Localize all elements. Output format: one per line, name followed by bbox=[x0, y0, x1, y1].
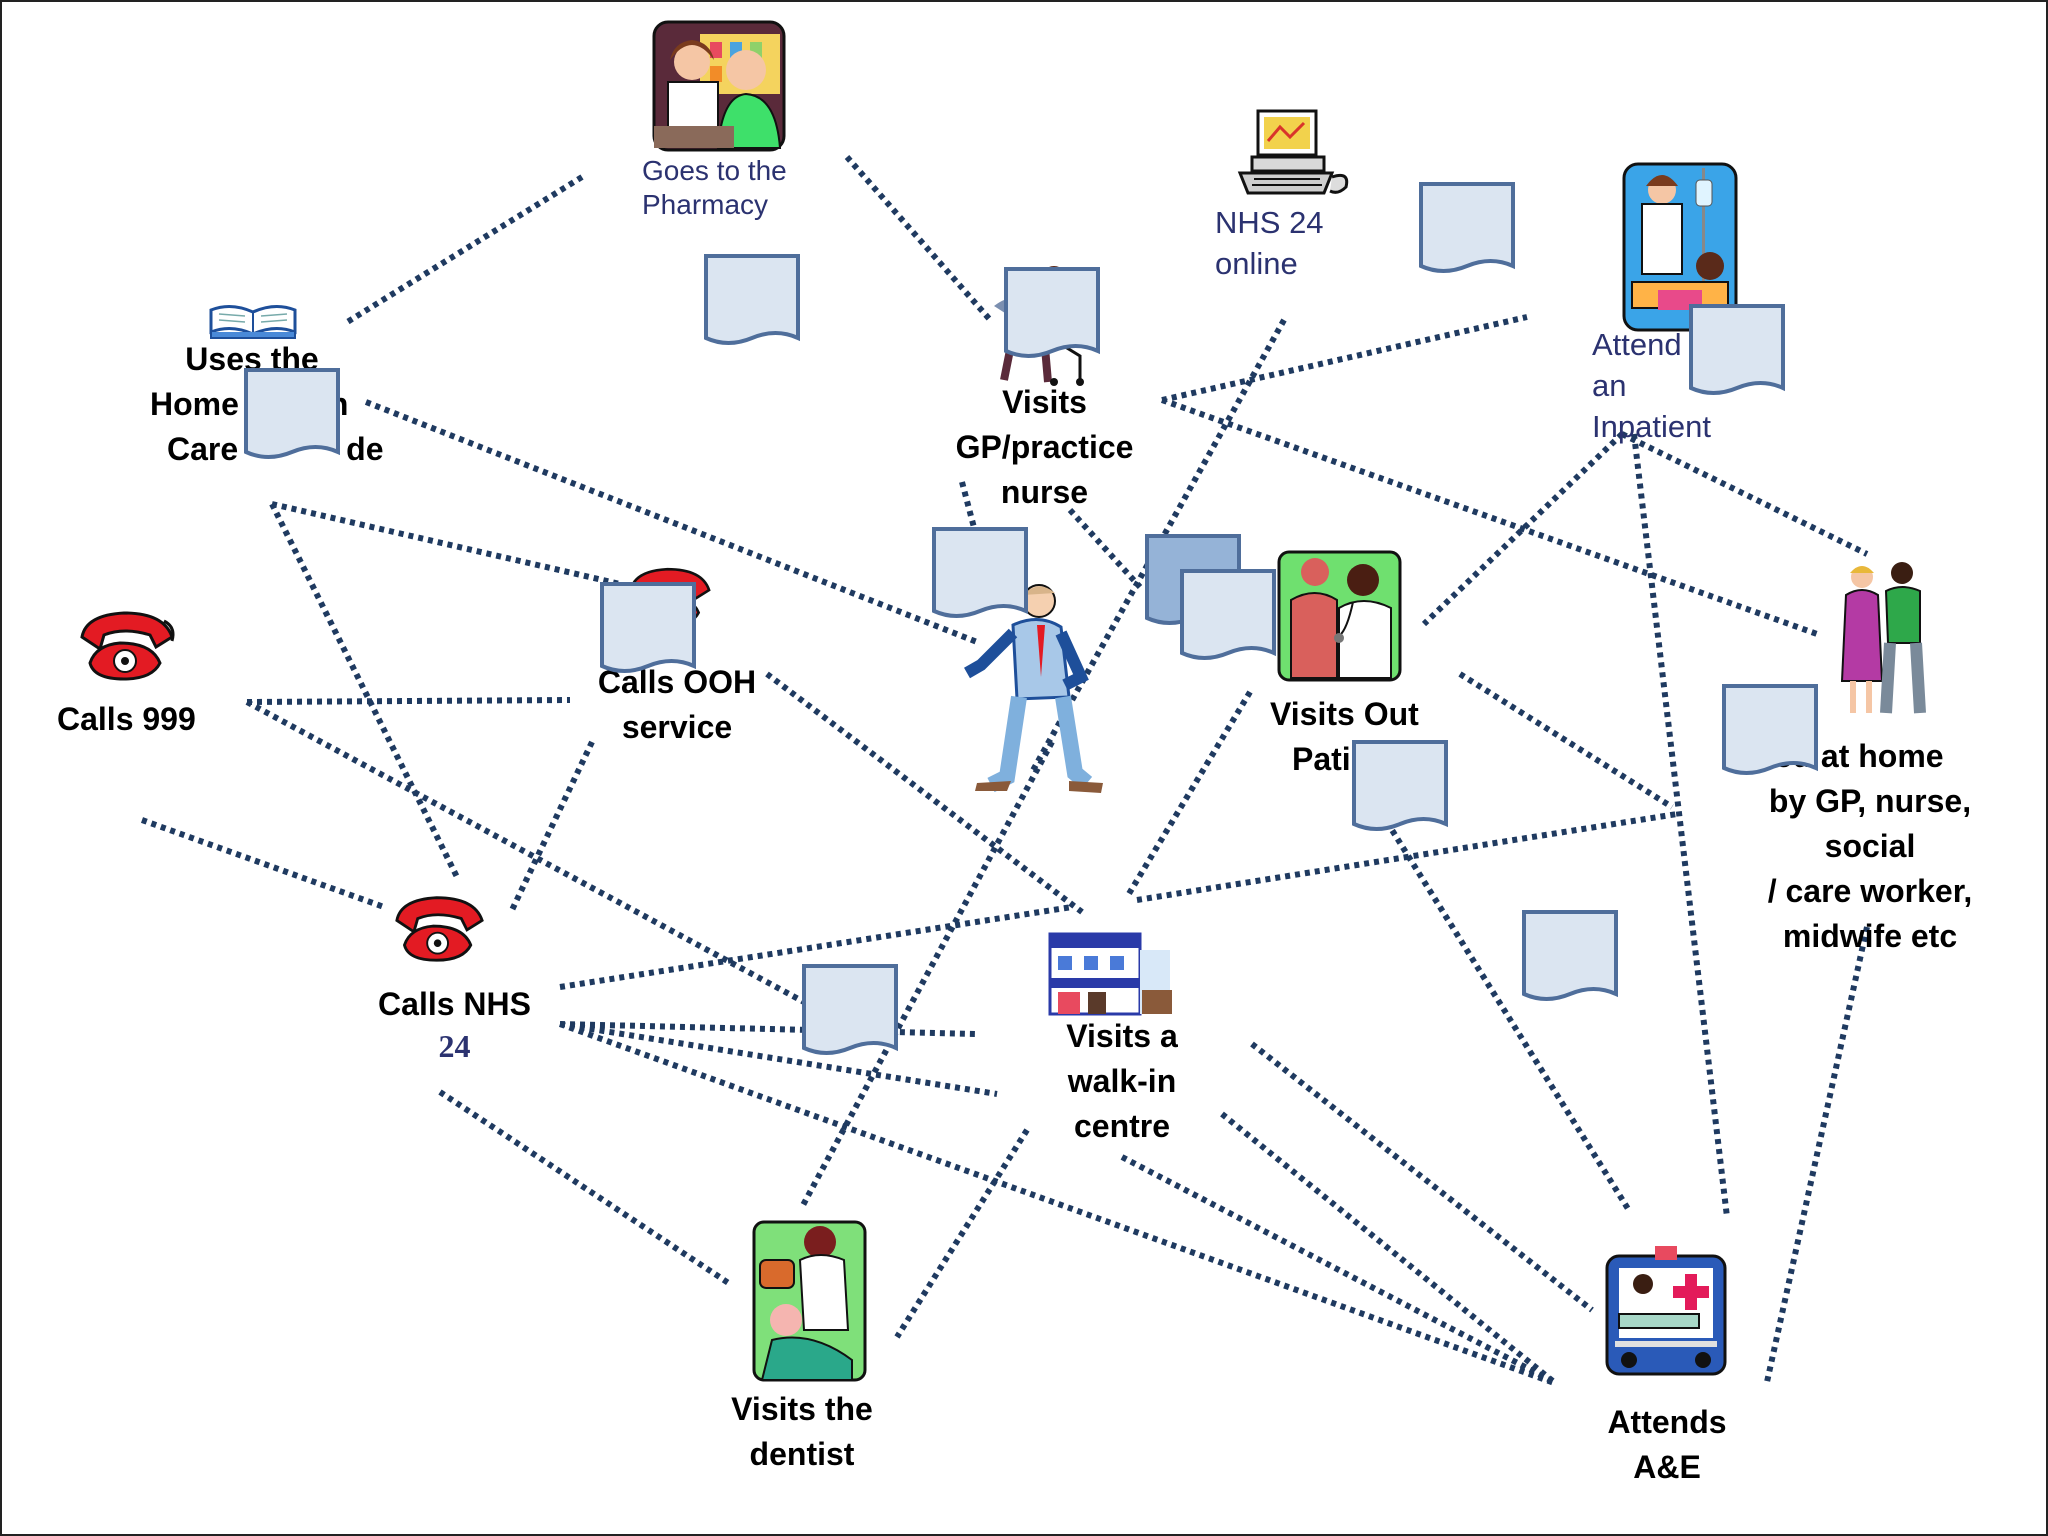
dentist-line2: dentist bbox=[749, 1436, 855, 1472]
gp-line2: GP/practice bbox=[955, 429, 1134, 465]
visited-home-line3: / care worker, bbox=[1767, 873, 1973, 909]
walk-in-line2: walk-in bbox=[1067, 1063, 1177, 1099]
walk-in-line3: centre bbox=[1073, 1108, 1171, 1144]
dentist-icon bbox=[752, 1220, 867, 1382]
home-care-line3: Care bbox=[167, 431, 239, 467]
walk-in-centre-icon bbox=[1048, 932, 1172, 1016]
doctor-patient-icon bbox=[1277, 550, 1402, 682]
pharmacy-label-line1: Goes to the bbox=[642, 155, 787, 186]
note-card bbox=[1689, 304, 1785, 395]
connector bbox=[271, 501, 621, 587]
connector bbox=[559, 904, 1073, 990]
inpatient-line2: an bbox=[1592, 368, 1627, 403]
outpatients-label: Visits Out Pati bbox=[1270, 692, 1460, 782]
pharmacy-icon bbox=[652, 20, 786, 152]
gp-line1: Visits bbox=[1002, 384, 1087, 420]
note-card bbox=[704, 254, 800, 345]
gp-line3: nurse bbox=[1000, 474, 1089, 510]
connector bbox=[1161, 314, 1528, 403]
note-card bbox=[932, 527, 1028, 618]
note-card bbox=[1722, 684, 1818, 775]
connector bbox=[1120, 1154, 1556, 1385]
ae-line1: Attends bbox=[1607, 1404, 1727, 1440]
nhs24-online-line1: NHS 24 bbox=[1215, 205, 1324, 240]
ooh-line2: service bbox=[621, 709, 733, 745]
connector bbox=[1124, 690, 1253, 899]
connector bbox=[269, 502, 460, 879]
nhs24-online-line2: online bbox=[1215, 246, 1298, 281]
home-care-line3b: de bbox=[346, 431, 384, 467]
connector bbox=[1631, 433, 1730, 1218]
connector bbox=[799, 740, 1055, 1209]
note-card bbox=[600, 582, 696, 673]
connector bbox=[342, 174, 584, 327]
walk-in-label: Visits a walk-in centre bbox=[1037, 1014, 1207, 1149]
visited-home-line4: midwife etc bbox=[1782, 918, 1958, 954]
calls-nhs24-line2: 24 bbox=[438, 1028, 471, 1064]
outpatients-line2: Pati bbox=[1292, 741, 1351, 777]
note-card bbox=[1352, 740, 1448, 831]
calls-nhs24-line1: Calls NHS bbox=[378, 986, 531, 1022]
ae-line2: A&E bbox=[1633, 1449, 1701, 1485]
connector bbox=[140, 817, 386, 910]
note-card bbox=[244, 368, 340, 459]
connector bbox=[509, 740, 595, 912]
note-card bbox=[1180, 569, 1276, 660]
note-card bbox=[1419, 182, 1515, 273]
calls-999-label: Calls 999 bbox=[57, 701, 196, 737]
computer-icon bbox=[1237, 109, 1349, 195]
gp-label: Visits GP/practice nurse bbox=[932, 380, 1157, 515]
connector bbox=[246, 697, 571, 705]
connector bbox=[558, 1021, 1559, 1387]
ae-label: Attends A&E bbox=[1592, 1400, 1742, 1490]
outpatients-line1: Visits Out bbox=[1270, 696, 1419, 732]
book-icon bbox=[209, 305, 297, 339]
connector bbox=[1067, 507, 1143, 590]
calls-nhs24-label: Calls NHS 24 bbox=[372, 982, 537, 1065]
connector bbox=[559, 1021, 998, 1097]
connector bbox=[1458, 671, 1674, 810]
note-card bbox=[1004, 267, 1100, 358]
dentist-label: Visits the dentist bbox=[717, 1387, 887, 1477]
inpatient-label: Attend an Inpatient bbox=[1592, 324, 1711, 447]
visited-home-label: ted at home by GP, nurse, social / care … bbox=[1720, 734, 2020, 959]
ambulance-icon bbox=[1605, 1246, 1727, 1376]
connector bbox=[1220, 1111, 1556, 1385]
home-care-line2: Home bbox=[150, 386, 239, 422]
dentist-line1: Visits the bbox=[731, 1391, 873, 1427]
connector bbox=[438, 1089, 732, 1287]
visited-home-line2: by GP, nurse, social bbox=[1768, 783, 1972, 864]
telephone-icon bbox=[80, 611, 175, 681]
home-visit-icon bbox=[1840, 562, 1926, 714]
connector bbox=[1384, 820, 1633, 1214]
pharmacy-label-line2: Pharmacy bbox=[642, 189, 769, 220]
inpatient-line3: Inpatient bbox=[1592, 409, 1711, 444]
walk-in-line1: Visits a bbox=[1066, 1018, 1178, 1054]
note-card bbox=[1522, 910, 1618, 1001]
connector bbox=[1250, 1041, 1594, 1313]
connector bbox=[1764, 926, 1870, 1383]
connector bbox=[1620, 431, 1869, 557]
connector bbox=[894, 1128, 1030, 1339]
connector bbox=[844, 155, 995, 324]
note-card bbox=[802, 964, 898, 1055]
telephone-icon bbox=[395, 896, 484, 962]
pharmacy-label: Goes to the Pharmacy bbox=[642, 154, 787, 222]
patient-man-icon bbox=[964, 584, 1103, 793]
inpatient-line1: Attend bbox=[1592, 327, 1682, 362]
connector bbox=[1029, 318, 1287, 774]
hospital-ward-icon bbox=[1622, 162, 1738, 332]
nhs24-online-label: NHS 24 online bbox=[1215, 202, 1324, 284]
